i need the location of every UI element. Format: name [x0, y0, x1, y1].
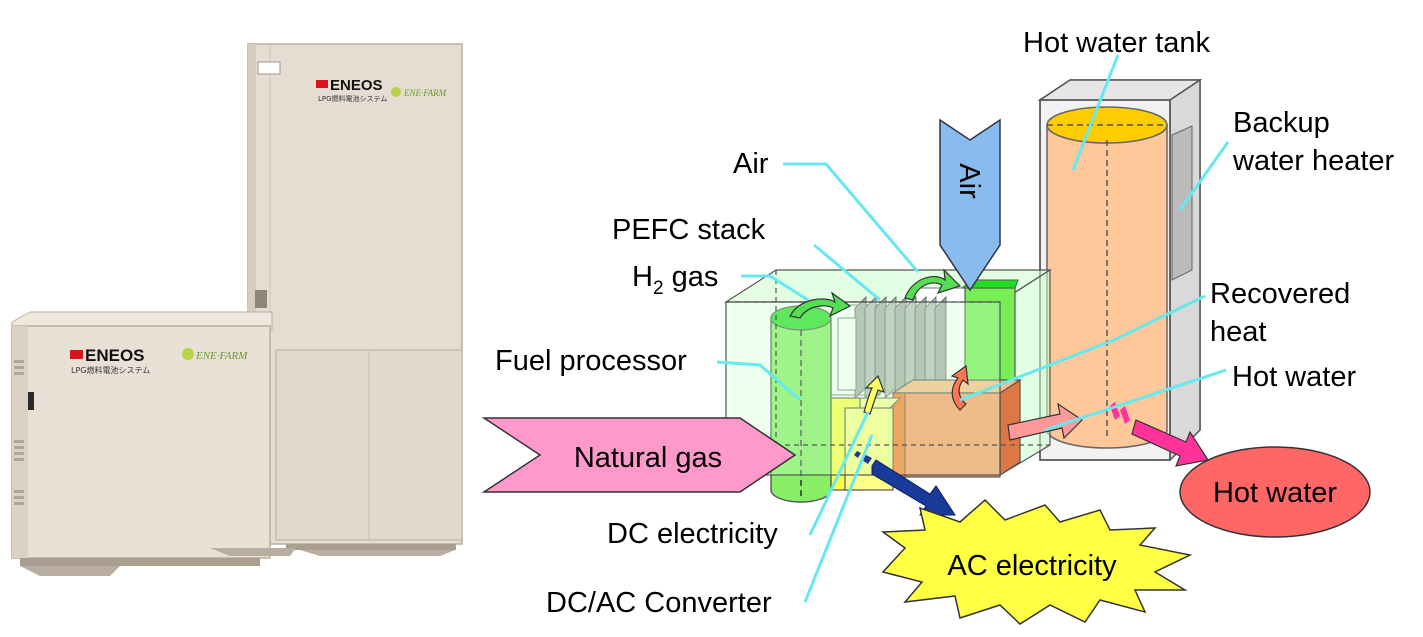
leader-air — [783, 162, 920, 273]
air-inlet-arrow: Air — [939, 118, 1001, 292]
leader-fuel-processor — [716, 360, 801, 402]
stack-plates — [854, 296, 947, 399]
leader-dc-ac-converter — [803, 434, 874, 603]
svg-text:ENEOS: ENEOS — [330, 77, 383, 94]
hot-water-storage-unit: ENEOS LPG燃料電池システム ENE·FARM — [247, 43, 463, 556]
svg-text:LPG燃料電池システム: LPG燃料電池システム — [71, 365, 150, 375]
label-hot-water: Hot water — [1232, 361, 1356, 393]
dc-flow-arrow — [863, 374, 886, 415]
leader-recovered-heat — [959, 294, 1206, 402]
air-inlet-label: Air — [953, 163, 985, 199]
product-photo: ENEOS LPG燃料電池システム ENE·FARM — [11, 43, 463, 576]
hot-water-output-label: Hot water — [1213, 477, 1337, 509]
natural-gas-arrow: Natural gas — [481, 417, 797, 493]
schematic: Air Natural gas — [481, 27, 1395, 625]
eneos-logo-short: ENEOS LPG燃料電池システム — [70, 346, 150, 375]
eneos-logo-tall: ENEOS LPG燃料電池システム — [316, 77, 387, 103]
gas-flow-arrows — [789, 268, 962, 319]
side-vents — [14, 360, 24, 505]
leader-hot-water — [1044, 368, 1227, 432]
svg-text:ENE·FARM: ENE·FARM — [403, 88, 447, 98]
leader-backup-heater — [1178, 141, 1230, 211]
schematic-labels: Hot water tank Backup water heater Air P… — [495, 27, 1395, 619]
label-fuel-processor: Fuel processor — [495, 345, 687, 377]
label-backup-line1: Backup — [1233, 107, 1330, 139]
label-dc-electricity: DC electricity — [607, 518, 778, 550]
hot-water-output: Hot water — [1179, 446, 1371, 538]
natural-gas-label: Natural gas — [574, 442, 722, 474]
leader-lines — [716, 54, 1230, 603]
label-dc-ac-converter: DC/AC Converter — [546, 587, 772, 619]
ene-farm-logo-short: ENE·FARM — [182, 348, 248, 362]
label-backup-line2: water heater — [1232, 145, 1395, 177]
fuel-cell-unit: ENEOS LPG燃料電池システム ENE·FARM — [11, 311, 296, 576]
label-air: Air — [733, 148, 769, 180]
ene-farm-logo-tall: ENE·FARM — [391, 87, 447, 98]
ac-electricity-label: AC electricity — [947, 550, 1117, 582]
leader-dc-electricity — [808, 411, 870, 536]
leader-h2 — [741, 274, 809, 302]
label-hot-water-tank: Hot water tank — [1023, 27, 1210, 59]
heat-to-tank-arrow — [1007, 402, 1083, 441]
backup-water-heater — [1171, 125, 1193, 281]
label-pefc-stack: PEFC stack — [612, 214, 766, 246]
svg-text:ENEOS: ENEOS — [85, 346, 145, 365]
hot-water-out-arrow — [1110, 402, 1209, 467]
label-recovered-line2: heat — [1210, 316, 1266, 348]
ac-electricity-burst: AC electricity — [880, 498, 1193, 625]
label-recovered-line1: Recovered — [1210, 278, 1350, 310]
svg-text:LPG燃料電池システム: LPG燃料電池システム — [318, 94, 387, 103]
leader-pefc-stack — [813, 243, 881, 302]
svg-text:ENE·FARM: ENE·FARM — [195, 350, 248, 362]
leader-hot-water-tank — [1071, 54, 1120, 171]
label-h2-gas: H2 gas — [632, 261, 718, 299]
